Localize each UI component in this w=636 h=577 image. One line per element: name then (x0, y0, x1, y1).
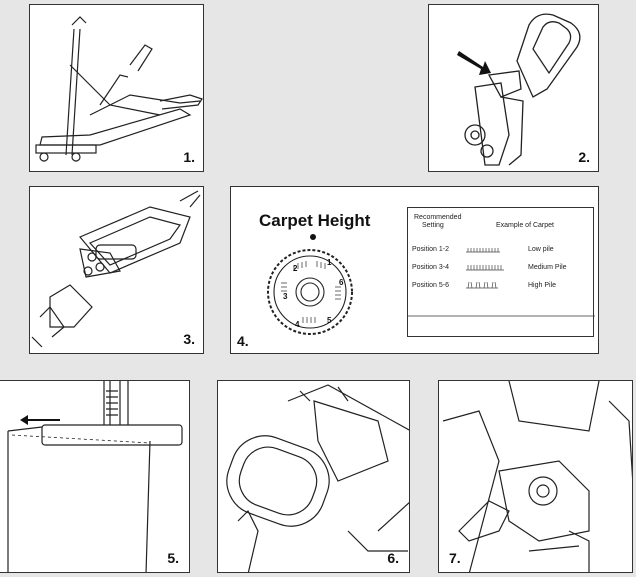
bag-door-illustration (7, 381, 183, 572)
row-position: Position 1-2 (412, 246, 449, 253)
row-pile: Medium Pile (528, 264, 567, 271)
step-number: 2. (578, 149, 590, 165)
step-5-panel: 5. (0, 380, 190, 573)
step-6-panel: 6. (217, 380, 410, 573)
header-setting: Setting (422, 222, 444, 229)
row-position: Position 5-6 (412, 282, 449, 289)
dial-number: 6 (339, 278, 344, 287)
header-example: Example of Carpet (496, 222, 554, 229)
filter-cover-illustration (226, 384, 409, 572)
row-pile: High Pile (528, 282, 557, 289)
dial-number: 4 (295, 320, 300, 329)
step-number: 5. (167, 550, 179, 566)
dial-number: 1 (327, 258, 332, 267)
header-setting: Recommended (414, 214, 462, 221)
pedal-release-illustration (442, 381, 632, 572)
step-number: 6. (387, 550, 399, 566)
carpet-height-table: Recommended Setting Example of Carpet Po… (407, 207, 595, 337)
step-number: 4. (237, 333, 249, 349)
vacuum-upright-illustration (35, 16, 203, 162)
dial-number: 3 (283, 292, 288, 301)
height-dial: 1 2 3 4 5 6 (267, 234, 353, 335)
arrow-left-icon (20, 415, 60, 425)
step-3-panel: 3. (29, 186, 204, 354)
handle-release-illustration (457, 13, 581, 166)
row-position: Position 3-4 (412, 264, 449, 271)
carpet-height-title: Carpet Height (259, 211, 371, 230)
step-number: 3. (183, 331, 195, 347)
cord-hook-illustration (31, 190, 201, 348)
step-2-panel: 2. (428, 4, 599, 172)
carpet-samples (408, 248, 595, 317)
step-number: 1. (183, 149, 195, 165)
dial-number: 2 (293, 264, 298, 273)
arrow-icon (457, 51, 491, 75)
step-7-panel: 7. (438, 380, 633, 573)
step-number: 7. (449, 550, 461, 566)
dial-number: 5 (327, 316, 332, 325)
row-pile: Low pile (528, 246, 554, 253)
step-1-panel: 1. (29, 4, 204, 172)
step-4-panel: Carpet Height 1 2 3 4 5 6 4. Recommended… (230, 186, 599, 354)
